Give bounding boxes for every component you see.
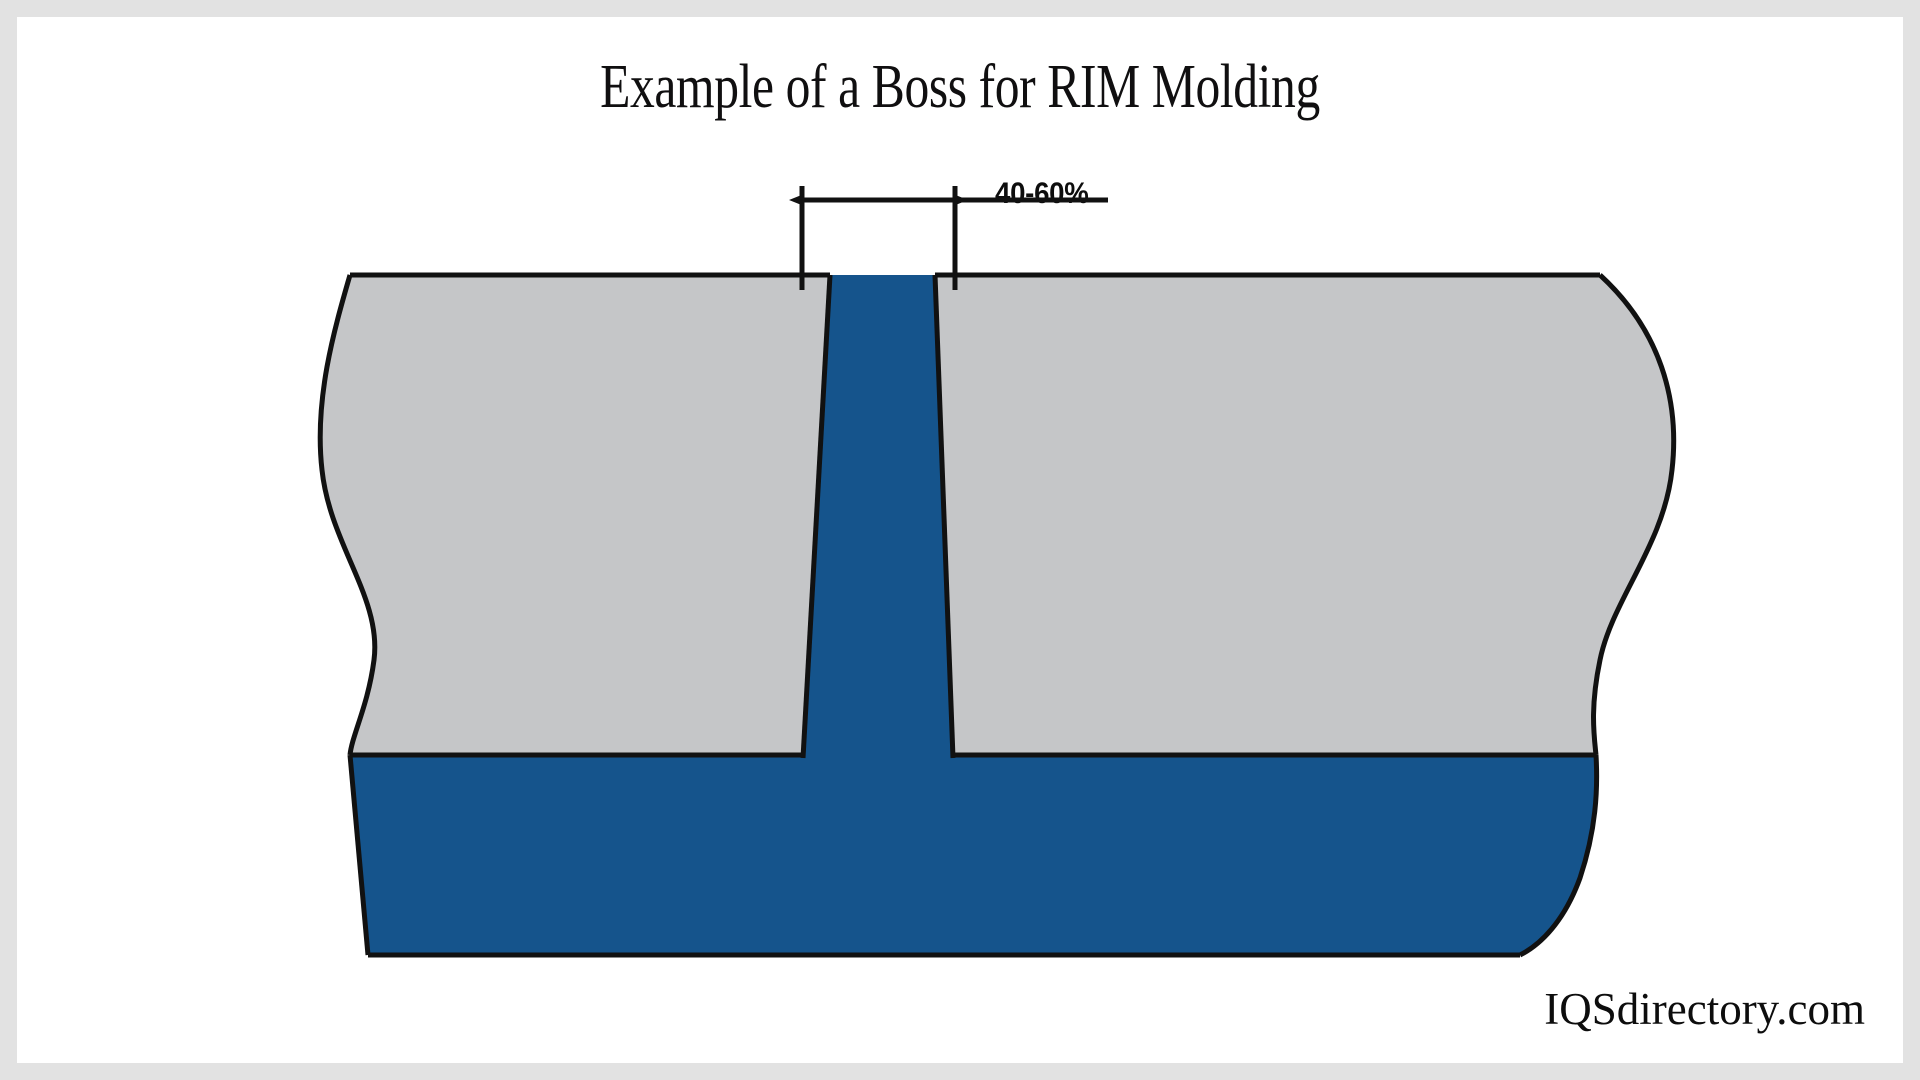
diagram-canvas: Example of a Boss for RIM Molding 40-60% [17,17,1903,1063]
section-outlines [317,272,1677,958]
dimension-annotation [789,186,1108,290]
gray-wall-section [320,275,1674,755]
boss-cross-section-drawing [317,186,1677,958]
blue-base-section [350,755,1597,955]
boss-feature [803,275,953,758]
watermark: IQSdirectory.com [1544,984,1865,1034]
dimension-label: 40-60% [995,177,1089,210]
page-title: Example of a Boss for RIM Molding [600,53,1320,121]
